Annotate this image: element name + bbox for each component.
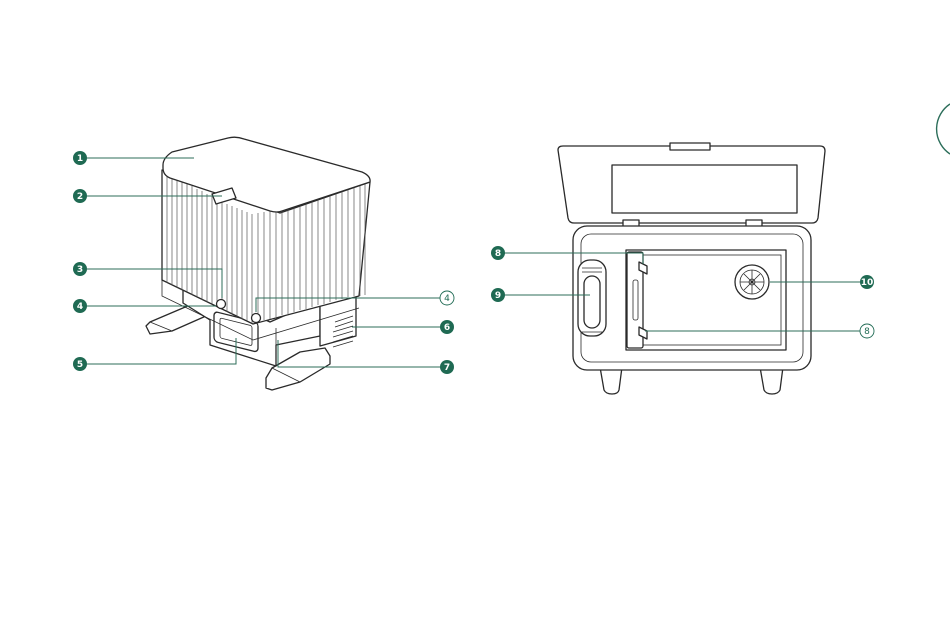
- lid-window: [612, 165, 797, 213]
- callout-c8b: 8: [860, 324, 874, 338]
- callout-c3: 3: [73, 262, 87, 276]
- callout-number: 7: [444, 363, 450, 373]
- callout-c7: 7: [440, 360, 454, 374]
- callout-number: 1: [77, 154, 83, 164]
- callout-number: 10: [861, 278, 874, 288]
- callout-c4b: 4: [440, 291, 454, 305]
- callout-number: 5: [77, 360, 83, 370]
- station-exterior-illustration: [146, 137, 370, 390]
- callout-number: 8: [495, 249, 501, 259]
- callout-number: 9: [495, 291, 501, 301]
- page-tab: [937, 104, 950, 154]
- callout-number: 2: [77, 192, 83, 202]
- indicator-light-left: [217, 300, 226, 309]
- callout-number: 6: [444, 323, 450, 333]
- callout-c6: 6: [440, 320, 454, 334]
- callout-c4a: 4: [73, 299, 87, 313]
- filter: [735, 265, 769, 299]
- callout-c9: 9: [491, 288, 505, 302]
- lid-latch: [670, 143, 710, 150]
- dust-compartment: [626, 250, 786, 350]
- callout-c8a: 8: [491, 246, 505, 260]
- callout-c2: 2: [73, 189, 87, 203]
- callout-c1: 1: [73, 151, 87, 165]
- callout-number: 4: [444, 294, 450, 304]
- callout-number: 3: [77, 265, 83, 275]
- callout-number: 8: [864, 327, 870, 337]
- callout-c5: 5: [73, 357, 87, 371]
- callout-c10: 10: [860, 275, 874, 289]
- callout-number: 4: [77, 302, 83, 312]
- station-open-illustration: [558, 143, 825, 394]
- indicator-light-right: [252, 314, 261, 323]
